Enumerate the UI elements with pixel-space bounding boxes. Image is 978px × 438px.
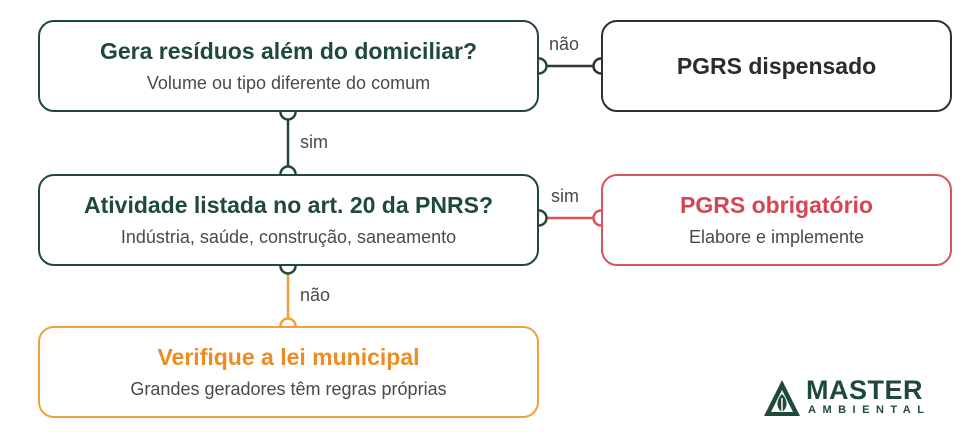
edge-label-q1-r1: não: [549, 34, 580, 54]
node-r1-title: PGRS dispensado: [676, 53, 877, 79]
node-r2-title: PGRS obrigatório: [680, 192, 873, 218]
node-r1: PGRS dispensado: [601, 20, 952, 112]
logo-tagline: AMBIENTAL: [808, 404, 931, 416]
node-r2-subtitle: Elabore e implemente: [688, 227, 865, 247]
logo-name: MASTER: [806, 375, 923, 405]
master-ambiental-logo: MASTER AMBIENTAL: [762, 376, 952, 418]
node-r3-subtitle: Grandes geradores têm regras próprias: [130, 379, 447, 399]
leaf-logo-icon: [764, 380, 800, 416]
node-q1-subtitle: Volume ou tipo diferente do comum: [146, 73, 431, 93]
node-r2: PGRS obrigatório Elabore e implemente: [601, 174, 952, 266]
node-q2-subtitle: Indústria, saúde, construção, saneamento: [120, 227, 457, 247]
edge-label-q2-r2: sim: [551, 186, 579, 206]
edge-label-q1-q2: sim: [300, 132, 328, 152]
node-r3-title: Verifique a lei municipal: [157, 344, 420, 370]
node-q2: Atividade listada no art. 20 da PNRS? In…: [38, 174, 539, 266]
node-q1: Gera resíduos além do domiciliar? Volume…: [38, 20, 539, 112]
node-r3: Verifique a lei municipal Grandes gerado…: [38, 326, 539, 418]
edge-label-q2-r3: não: [300, 285, 331, 305]
node-q2-title: Atividade listada no art. 20 da PNRS?: [84, 192, 493, 218]
node-q1-title: Gera resíduos além do domiciliar?: [99, 38, 478, 64]
